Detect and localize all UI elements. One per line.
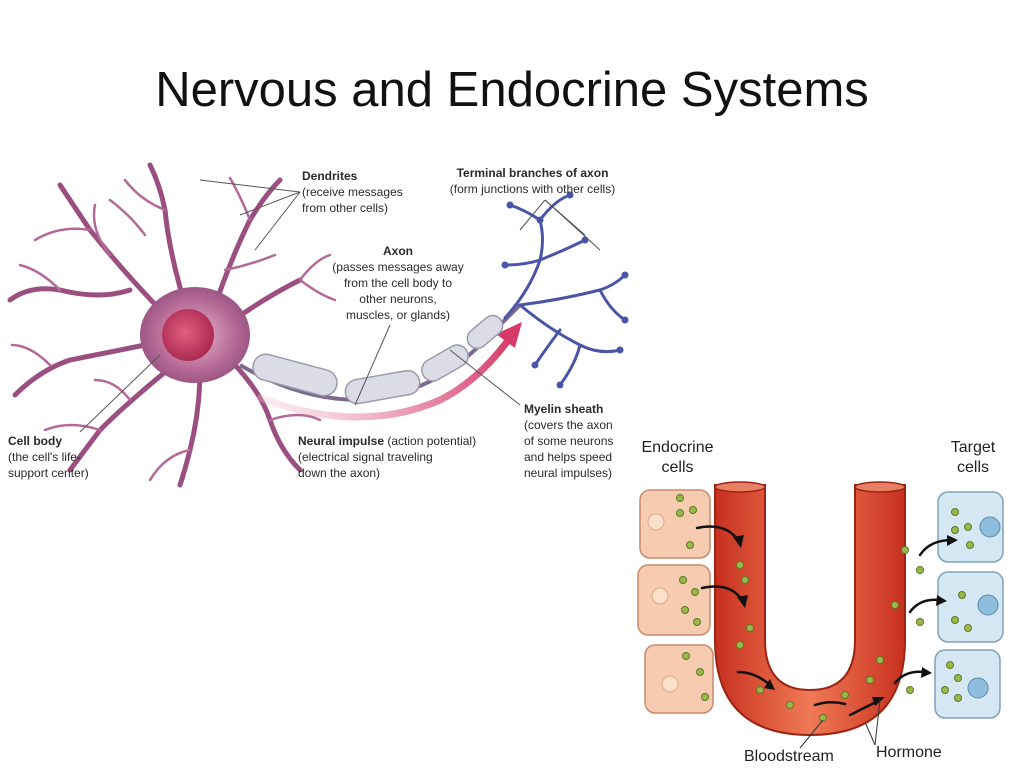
- axon-desc-4: muscles, or glands): [345, 308, 451, 322]
- arrowheads: [733, 535, 958, 706]
- endocrine-leader-lines: [799, 699, 881, 749]
- endocrine-cells-line-1: Endocrine: [641, 439, 714, 456]
- myelin-sheath-label: Myelin sheath (covers the axon of some n…: [524, 401, 613, 481]
- endocrine-cell: [644, 644, 714, 714]
- bloodstream-label: Bloodstream: [744, 748, 834, 765]
- myelin-heading: Myelin sheath: [524, 402, 604, 416]
- dendrites-heading: Dendrites: [302, 169, 358, 183]
- neuron-illustration: [7, 162, 629, 488]
- target-cell: [937, 571, 1004, 643]
- impulse-heading-suffix: (action potential): [384, 434, 477, 448]
- terminal-knobs: [501, 191, 629, 389]
- myelin-desc-2: of some neurons: [524, 434, 614, 448]
- endocrine-illustration: [637, 481, 1004, 749]
- myelin-desc-4: neural impulses): [524, 466, 613, 480]
- axon-heading: Axon: [383, 244, 413, 258]
- hormone-dots: [676, 494, 974, 722]
- target-cells-line-2: cells: [956, 459, 989, 476]
- blood-vessel: [714, 484, 906, 737]
- terminal-desc-1: (form junctions with other cells): [449, 182, 616, 196]
- cell-body-desc-1: (the cell's life-: [8, 450, 81, 464]
- cell-body-heading: Cell body: [8, 434, 63, 448]
- axon-desc-1: (passes messages away: [332, 260, 464, 274]
- impulse-desc-1: (electrical signal traveling: [298, 450, 433, 464]
- target-cells-line-1: Target: [950, 439, 996, 456]
- impulse-heading: Neural impulse: [298, 434, 385, 448]
- nucleus: [162, 309, 214, 361]
- endocrine-cells-label: Endocrine cells: [630, 438, 725, 478]
- axon-label: Axon (passes messages away from the cell…: [318, 243, 478, 323]
- dendrite-branches: [10, 176, 337, 482]
- cell-body-label: Cell body (the cell's life- support cent…: [8, 433, 89, 481]
- myelin-sheath: [252, 314, 504, 405]
- neural-impulse-label: Neural impulse (action potential) (elect…: [298, 433, 476, 481]
- myelin-desc-3: and helps speed: [524, 450, 613, 464]
- impulse-desc-2: down the axon): [298, 466, 381, 480]
- axon-desc-3: other neurons,: [359, 292, 437, 306]
- slide-title: Nervous and Endocrine Systems: [155, 63, 869, 117]
- terminal-heading: Terminal branches of axon: [456, 166, 609, 180]
- target-cell: [934, 649, 1001, 719]
- impulse-arrowhead: [496, 322, 522, 348]
- target-cells-label: Target cells: [933, 438, 1013, 478]
- leader-lines: [79, 179, 601, 433]
- terminal-branches-label: Terminal branches of axon (form junction…: [430, 165, 635, 197]
- axon-desc-2: from the cell body to: [343, 276, 453, 290]
- endocrine-cell: [637, 564, 711, 636]
- dendrites-desc-2: from other cells): [302, 201, 389, 215]
- neural-impulse-arrow: [256, 331, 516, 421]
- myelin-desc-1: (covers the axon: [524, 418, 613, 432]
- hormone-label: Hormone: [876, 744, 942, 761]
- dendrites-label: Dendrites (receive messages from other c…: [302, 168, 403, 216]
- dendrites-desc-1: (receive messages: [302, 185, 403, 199]
- axon-terminal-branches: [503, 193, 627, 387]
- endocrine-cells-line-2: cells: [661, 459, 694, 476]
- cell-body-desc-2: support center): [8, 466, 89, 480]
